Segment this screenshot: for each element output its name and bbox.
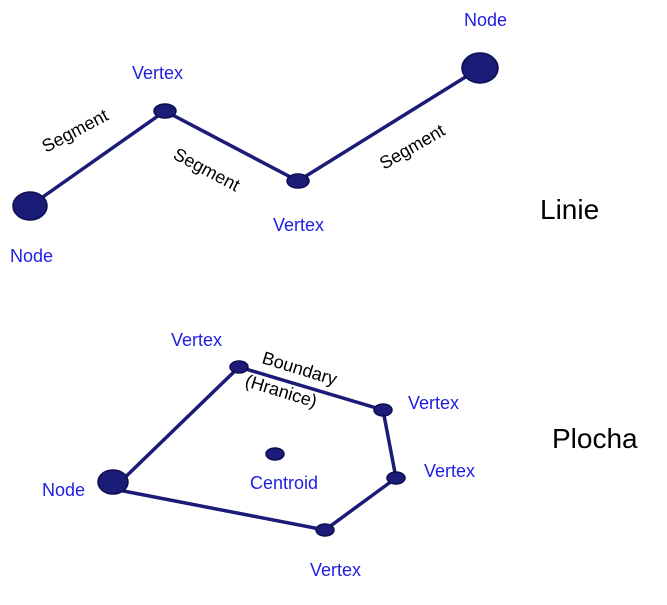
line-start-node (12, 191, 48, 221)
line-end-node-label: Node (464, 10, 507, 30)
segment-label-1: Segment (38, 105, 111, 156)
polygon-vertex-bottom-label: Vertex (310, 560, 361, 580)
line-segment-3 (297, 66, 481, 183)
line-vertex-1 (153, 103, 177, 119)
line-feature-title: Linie (540, 194, 599, 225)
polygon-boundary (109, 365, 398, 532)
segment-label-3: Segment (376, 120, 448, 173)
polygon-centroid (265, 447, 285, 461)
line-end-node (461, 52, 499, 84)
line-segment-2 (164, 109, 299, 183)
polygon-vertex-top (229, 360, 249, 374)
polygon-vertex-right-2-label: Vertex (424, 461, 475, 481)
segment-label-2: Segment (170, 144, 243, 195)
polygon-vertex-right-2 (386, 471, 406, 485)
line-vertex-2 (286, 173, 310, 189)
polygon-vertex-top-label: Vertex (171, 330, 222, 350)
line-segment-1 (28, 109, 167, 208)
polygon-vertex-right-1 (373, 403, 393, 417)
line-feature: Node Node Vertex Vertex Segment Segment … (10, 10, 599, 266)
centroid-label: Centroid (250, 473, 318, 493)
polygon-vertex-right-1-label: Vertex (408, 393, 459, 413)
line-vertex-1-label: Vertex (132, 63, 183, 83)
polygon-node (97, 469, 129, 495)
polygon-feature: Node Vertex Vertex Vertex Vertex Centroi… (42, 330, 638, 580)
polygon-vertex-bottom (315, 523, 335, 537)
line-vertex-2-label: Vertex (273, 215, 324, 235)
polygon-node-label: Node (42, 480, 85, 500)
line-start-node-label: Node (10, 246, 53, 266)
polygon-feature-title: Plocha (552, 423, 638, 454)
